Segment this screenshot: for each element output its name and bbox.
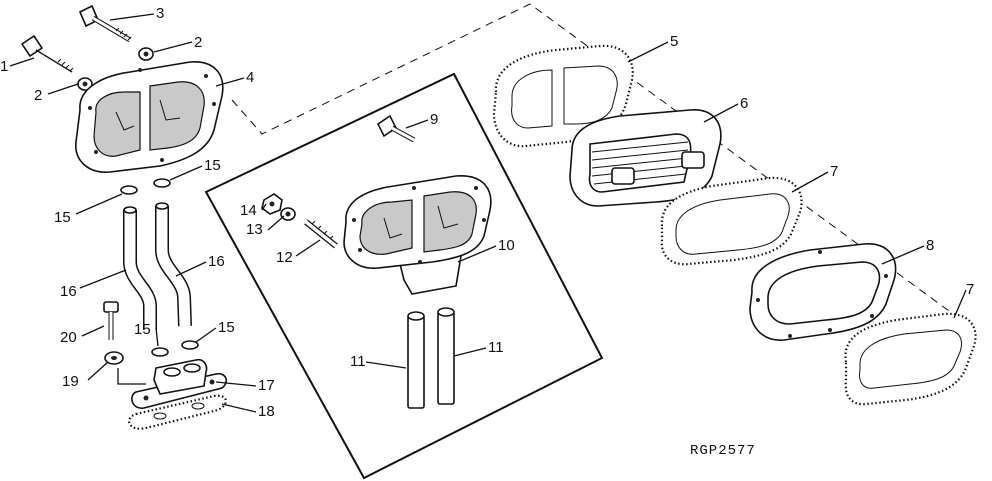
- callout-7-lower: 7: [966, 281, 974, 298]
- callout-6: 6: [740, 95, 748, 112]
- nut-part-14: [261, 193, 283, 215]
- bolt-part-1: [20, 34, 74, 73]
- callout-13: 13: [246, 221, 263, 238]
- callout-12: 12: [276, 249, 293, 266]
- callout-19: 19: [62, 373, 79, 390]
- tube-part-11-right: [437, 307, 455, 405]
- tube-part-11-left: [407, 311, 425, 409]
- bolt-part-3: [78, 4, 132, 43]
- callout-9: 9: [430, 111, 438, 128]
- tube-part-16-left: [123, 206, 157, 330]
- gasket-part-18: [128, 394, 227, 430]
- cover-plate-part-4: [75, 61, 224, 173]
- callout-1: 1: [0, 58, 8, 75]
- alignment-dashed-line: [231, 3, 976, 331]
- inset-frame: [204, 72, 604, 480]
- adapter-plate-part-8: [749, 243, 897, 341]
- callout-15-a: 15: [54, 209, 71, 226]
- callout-15-d: 15: [218, 319, 235, 336]
- callout-16-left: 16: [60, 283, 77, 300]
- callout-16-right: 16: [208, 253, 225, 270]
- callout-20: 20: [60, 329, 77, 346]
- gasket-part-7-upper: [660, 176, 803, 266]
- callout-15-b: 15: [204, 157, 221, 174]
- bolt-part-20: [103, 301, 119, 340]
- washer-part-19: [104, 351, 124, 365]
- o-ring-part-15-d: [181, 340, 199, 350]
- cooler-core-part-6: [569, 109, 722, 207]
- gasket-part-7-lower: [844, 312, 977, 406]
- callout-10: 10: [498, 237, 515, 254]
- o-ring-part-15-a: [120, 185, 138, 195]
- leader-lines: [9, 13, 967, 413]
- callout-15-c: 15: [134, 321, 151, 338]
- callout-14: 14: [240, 202, 257, 219]
- callout-8: 8: [926, 237, 934, 254]
- callout-11-right: 11: [488, 339, 504, 356]
- housing-part-10: [343, 175, 492, 295]
- washer-part-13: [280, 207, 296, 221]
- figure-code: RGP2577: [690, 443, 756, 459]
- o-ring-part-15-c: [151, 347, 169, 357]
- callout-7-upper: 7: [830, 163, 838, 180]
- nut-part-2-upper: [138, 47, 154, 61]
- bolt-part-9: [376, 114, 416, 143]
- callout-3: 3: [156, 5, 164, 22]
- callout-2-upper: 2: [194, 34, 202, 51]
- callout-11-left: 11: [350, 353, 366, 370]
- stud-part-12: [304, 219, 338, 249]
- callout-17: 17: [258, 377, 275, 394]
- adapter-part-17: [131, 358, 228, 409]
- o-ring-part-15-b: [153, 178, 171, 188]
- callout-5: 5: [670, 33, 678, 50]
- callout-4: 4: [246, 69, 254, 86]
- callout-2-lower: 2: [34, 87, 42, 104]
- callout-18: 18: [258, 403, 275, 420]
- tube-part-16-right: [155, 202, 192, 327]
